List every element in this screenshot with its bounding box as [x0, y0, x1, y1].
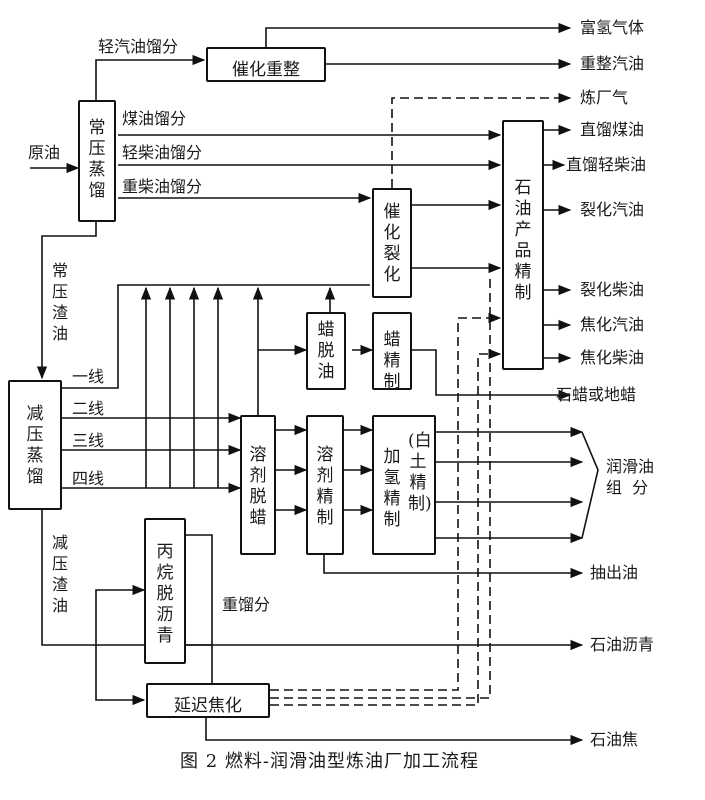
- delayed-coking-label: 延迟焦化: [174, 696, 242, 716]
- label-crude: 原油: [28, 143, 61, 162]
- wax-deoiling-label: 蜡脱油: [317, 320, 335, 382]
- product-asphalt: 石油沥青: [590, 635, 655, 654]
- hydro-refining-label: 加氢精制: [383, 447, 401, 530]
- solvent-dewaxing-unit: 溶剂脱蜡: [240, 415, 276, 555]
- solvent-refining-unit: 溶剂精制: [306, 415, 344, 555]
- catalytic-cracking-label: 催化裂化: [383, 202, 401, 285]
- product-refining-unit: 石油产品精制: [502, 120, 544, 370]
- product-refinery-gas: 炼厂气: [580, 88, 629, 107]
- product-coke: 石油焦: [590, 730, 639, 749]
- label-line3: 三线: [72, 431, 105, 450]
- product-sr-kerosene: 直馏煤油: [580, 120, 645, 139]
- label-vac-residue: 减压渣油: [51, 533, 68, 615]
- label-light-gasoline: 轻汽油馏分: [98, 37, 179, 56]
- product-coker-diesel: 焦化柴油: [580, 348, 645, 367]
- product-sr-light-diesel: 直馏轻柴油: [566, 155, 647, 174]
- clay-refining-label: (白土精制): [408, 431, 432, 514]
- product-extract: 抽出油: [590, 563, 639, 582]
- product-coker-gasoline: 焦化汽油: [580, 315, 645, 334]
- wax-refining-label: 蜡精制: [383, 330, 401, 392]
- label-heavy-fraction: 重馏分: [222, 595, 271, 614]
- hydro-refining-unit: 加氢精制 (白土精制): [372, 415, 436, 555]
- product-cracked-diesel: 裂化柴油: [580, 280, 645, 299]
- product-refining-label: 石油产品精制: [514, 178, 532, 303]
- atmospheric-distillation-label: 常压蒸馏: [88, 118, 106, 201]
- product-cracked-gasoline: 裂化汽油: [580, 200, 645, 219]
- propane-deasphalting-label: 丙烷脱沥青: [156, 542, 174, 646]
- catalytic-reforming-label: 催化重整: [232, 60, 300, 80]
- product-lube: 润滑油 组 分: [606, 457, 655, 497]
- atmospheric-distillation-unit: 常压蒸馏: [78, 100, 116, 222]
- catalytic-cracking-unit: 催化裂化: [372, 188, 412, 298]
- vacuum-distillation-label: 减压蒸馏: [26, 404, 44, 487]
- label-atm-residue: 常压渣油: [51, 261, 68, 343]
- label-line4: 四线: [72, 469, 105, 488]
- wax-deoiling-unit: 蜡脱油: [306, 312, 346, 390]
- propane-deasphalting-unit: 丙烷脱沥青: [144, 518, 186, 664]
- delayed-coking-unit: 延迟焦化: [146, 683, 270, 718]
- product-hydrogen-gas: 富氢气体: [580, 18, 645, 37]
- catalytic-reforming-unit: 催化重整: [206, 47, 326, 82]
- label-line1: 一线: [72, 367, 105, 386]
- product-reformate: 重整汽油: [580, 54, 645, 73]
- label-heavy-diesel: 重柴油馏分: [122, 177, 203, 196]
- solvent-refining-label: 溶剂精制: [316, 445, 334, 528]
- vacuum-distillation-unit: 减压蒸馏: [8, 380, 62, 510]
- figure-caption: 图 2 燃料-润滑油型炼油厂加工流程: [180, 751, 479, 772]
- label-light-diesel: 轻柴油馏分: [122, 143, 203, 162]
- wax-refining-unit: 蜡精制: [372, 312, 412, 392]
- product-wax: 石蜡或地蜡: [556, 385, 637, 404]
- label-line2: 二线: [72, 399, 105, 418]
- label-kerosene: 煤油馏分: [122, 109, 187, 128]
- solvent-dewaxing-label: 溶剂脱蜡: [249, 445, 267, 528]
